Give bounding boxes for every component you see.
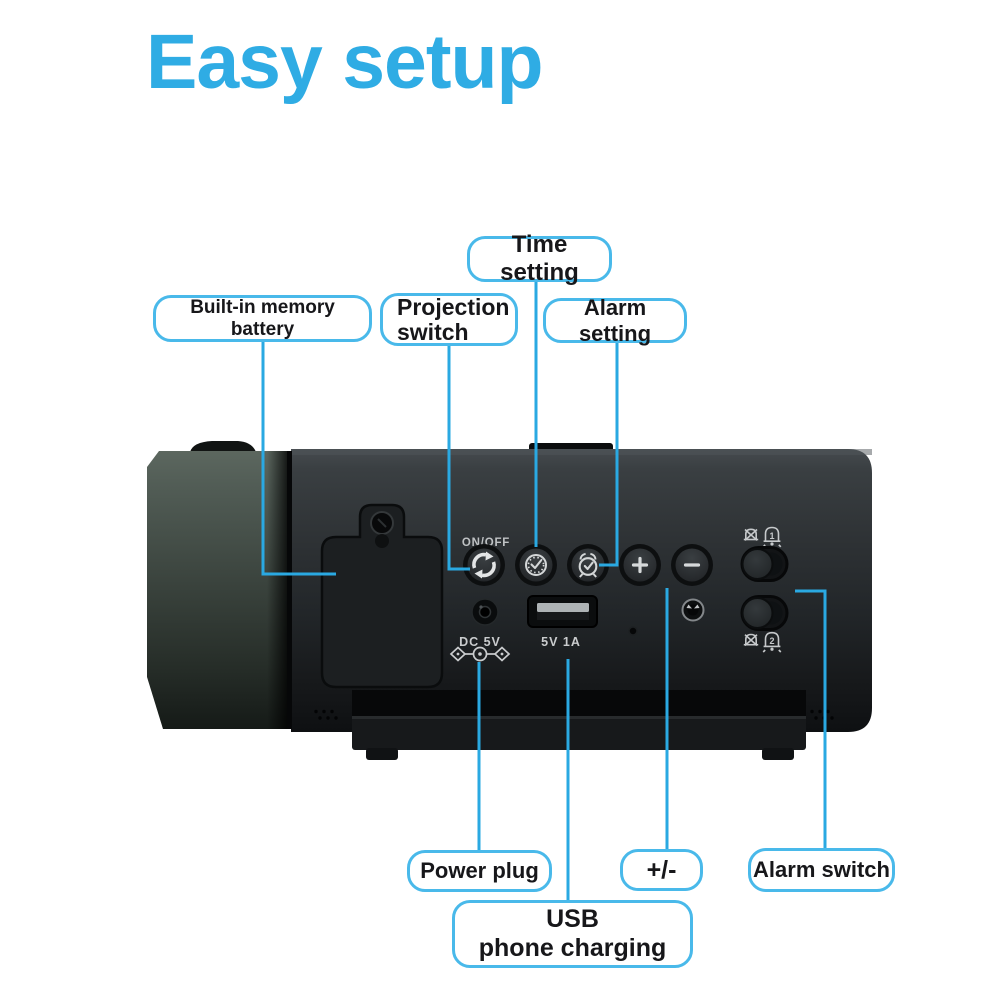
callout-memory-battery: Built-in memory battery	[153, 295, 372, 342]
screw-slot	[377, 518, 387, 528]
page-title: Easy setup	[146, 19, 544, 105]
stand-bar	[352, 716, 806, 750]
alarm2-switch	[740, 595, 789, 631]
battery-door-screw-hole	[375, 534, 389, 548]
alarm-setting-button	[567, 544, 609, 586]
stand-foot-left	[366, 748, 398, 760]
callout-projection-switch-line1: Projection	[397, 294, 510, 321]
callout-projection-switch: Projection switch	[380, 293, 518, 346]
callout-usb-charging-line2: phone charging	[478, 934, 667, 962]
callout-alarm-setting-label: Alarm setting	[578, 294, 652, 346]
clock-device-back-view: ON/OFF	[147, 441, 872, 760]
dc-power-jack	[471, 598, 499, 626]
alarm1-switch	[740, 546, 789, 582]
sensor-jack	[681, 598, 705, 622]
body-top-sheen	[291, 449, 872, 455]
line-alarm-setting	[599, 342, 619, 567]
sync-arrows-icon	[472, 551, 496, 579]
callout-memory-battery-label: Built-in memory battery	[190, 296, 335, 340]
callout-alarm-setting: Alarm setting	[543, 295, 687, 346]
minus-button	[671, 544, 713, 586]
callout-power-plug: Power plug	[407, 850, 552, 892]
callout-plus-minus-label: +/-	[646, 855, 677, 884]
usb-label: 5V 1A	[541, 635, 581, 649]
stand-foot-right	[762, 748, 794, 760]
body-housing-seam	[287, 451, 292, 729]
line-projection-switch	[447, 345, 470, 571]
callout-time-setting-label: Time setting	[500, 231, 579, 286]
dc-polarity-icon	[449, 646, 511, 662]
callout-alarm-switch-label: Alarm switch	[753, 857, 890, 882]
top-lens-shade	[190, 441, 256, 452]
projection-onoff-button	[463, 544, 505, 586]
alarm1-mute-icon	[743, 528, 759, 541]
stand-bar-highlight	[352, 716, 806, 719]
alarm2-mute-icon	[743, 633, 759, 647]
plus-icon	[631, 556, 649, 574]
line-memory-battery	[261, 341, 336, 576]
callout-plus-minus: +/-	[620, 849, 703, 891]
callout-projection-switch-line2: switch	[397, 318, 469, 345]
battery-door	[320, 503, 444, 689]
alarm-clock-icon	[578, 552, 598, 578]
alarm2-bell-icon: 2	[762, 631, 782, 653]
callout-lines	[261, 281, 827, 901]
usb-port	[527, 595, 598, 628]
dc-label: DC 5V	[459, 635, 501, 649]
onoff-label: ON/OFF	[462, 537, 510, 549]
projector-lens-housing	[147, 451, 287, 729]
line-alarm-switch	[795, 589, 827, 849]
speaker-holes-left	[314, 709, 338, 720]
callout-power-plug-label: Power plug	[420, 858, 539, 883]
time-setting-button	[515, 544, 557, 586]
callout-alarm-switch: Alarm switch	[748, 848, 895, 892]
callout-usb-charging-line1: USB	[546, 904, 599, 933]
plus-button	[619, 544, 661, 586]
lens-housing-shadow-edge	[267, 451, 287, 729]
reset-hole	[628, 626, 638, 636]
clock-icon	[525, 554, 547, 576]
callout-usb-charging: USB phone charging	[452, 900, 693, 968]
alarm1-number: 1	[769, 531, 774, 541]
callout-time-setting: Time setting	[467, 231, 612, 286]
alarm2-number: 2	[769, 636, 774, 646]
